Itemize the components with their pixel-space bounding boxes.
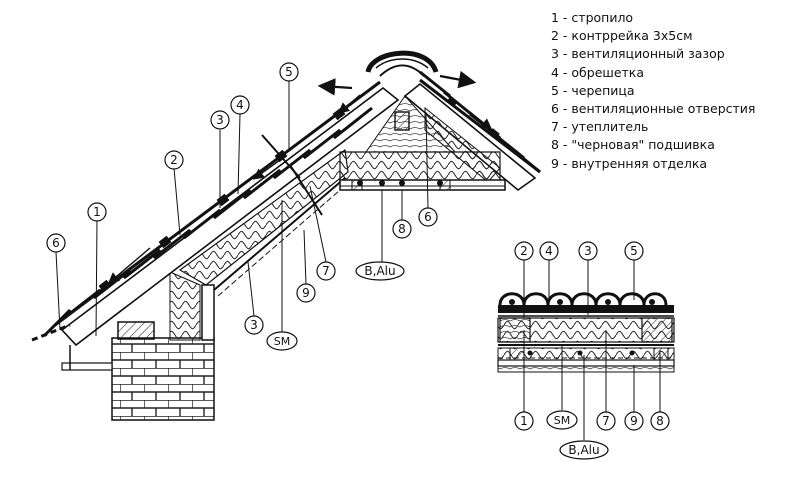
svg-text:9: 9 [630,414,638,428]
svg-text:3: 3 [216,113,224,127]
eaves-soffit [61,362,113,371]
detail-callouts-top: 2 4 3 5 [514,241,644,261]
legend-item: 8 - "черновая" подшивка [551,137,715,153]
detail-rafter-left [499,317,531,343]
left-tiles [42,106,373,338]
svg-text:1: 1 [520,414,528,428]
svg-text:3: 3 [250,318,258,332]
svg-text:SM: SM [554,414,570,427]
left-rafter [60,86,400,347]
detail-battens [509,299,655,305]
svg-text:8: 8 [398,222,406,236]
main-roof-section: 1 2 3 4 5 6 6 3 7 8 9 SM B,Alu [31,50,541,421]
callout-9: 9 [296,283,316,303]
svg-text:6: 6 [52,236,60,250]
knee-wall-post [201,284,215,341]
svg-text:7: 7 [602,414,610,428]
legend-item: 4 - обрешетка [551,64,645,80]
legend-item: 6 - вентиляционные отверстия [551,101,756,117]
svg-text:2: 2 [170,153,178,167]
detail-section: 2 4 3 5 1 7 9 8 SM B,Alu [497,241,675,460]
callout-5: 5 [279,62,299,82]
membrane-label-b-alu: B,Alu [355,261,405,281]
legend-item: 1 - стропило [551,10,634,25]
ridge-airflow-arrows [379,64,425,77]
ridge-cap [365,50,439,74]
legend-item: 7 - утеплитель [551,119,649,135]
wall-plate [117,321,155,340]
svg-text:4: 4 [236,98,244,112]
svg-text:5: 5 [630,244,638,258]
svg-text:4: 4 [545,244,553,258]
legend: 1 - стропило 2 - контррейка 3х5см 3 - ве… [551,9,755,173]
main-callouts: 1 2 3 4 5 6 6 3 7 8 9 SM B,Alu [46,62,438,351]
legend-item: 5 - черепица [551,82,635,98]
svg-text:1: 1 [93,205,101,219]
svg-text:8: 8 [656,414,664,428]
right-battens [446,96,500,140]
detail-callouts-bottom: 1 7 9 8 SM B,Alu [514,410,670,460]
svg-text:2: 2 [520,244,528,258]
svg-text:B,Alu: B,Alu [568,443,599,457]
callout-7: 7 [316,261,336,281]
ceiling-joist [339,179,506,191]
detail-rafter-right [641,317,673,343]
svg-text:5: 5 [285,65,293,79]
detail-membrane-label-b-alu: B,Alu [559,440,609,460]
ceiling-insulation [339,151,501,183]
left-inner-lining [213,177,346,291]
callout-3-inner: 3 [244,315,264,335]
svg-text:7: 7 [322,264,330,278]
eaves-vent [31,323,71,342]
svg-text:B,Alu: B,Alu [364,264,395,278]
callout-3: 3 [210,110,230,130]
svg-text:6: 6 [424,210,432,224]
brick-wall [111,337,215,421]
svg-text:3: 3 [584,244,592,258]
callout-1: 1 [87,202,107,222]
attic-void [365,95,457,153]
callout-8: 8 [392,219,412,239]
detail-membrane-label-sm: SM [546,410,578,430]
callout-6-eaves: 6 [46,233,66,253]
detail-tiles [498,292,668,306]
knee-wall-insulation [169,271,201,341]
svg-text:SM: SM [274,335,290,348]
legend-item: 3 - вентиляционный зазор [551,46,725,62]
legend-item: 2 - контррейка 3х5см [551,28,693,44]
callout-6-ridge: 6 [418,207,438,227]
callout-4: 4 [230,95,250,115]
membrane-label-sm: SM [266,331,298,351]
legend-item: 9 - внутренняя отделка [551,155,708,171]
callout-2: 2 [164,150,184,170]
ridge-beam [394,111,410,131]
svg-text:9: 9 [302,286,310,300]
